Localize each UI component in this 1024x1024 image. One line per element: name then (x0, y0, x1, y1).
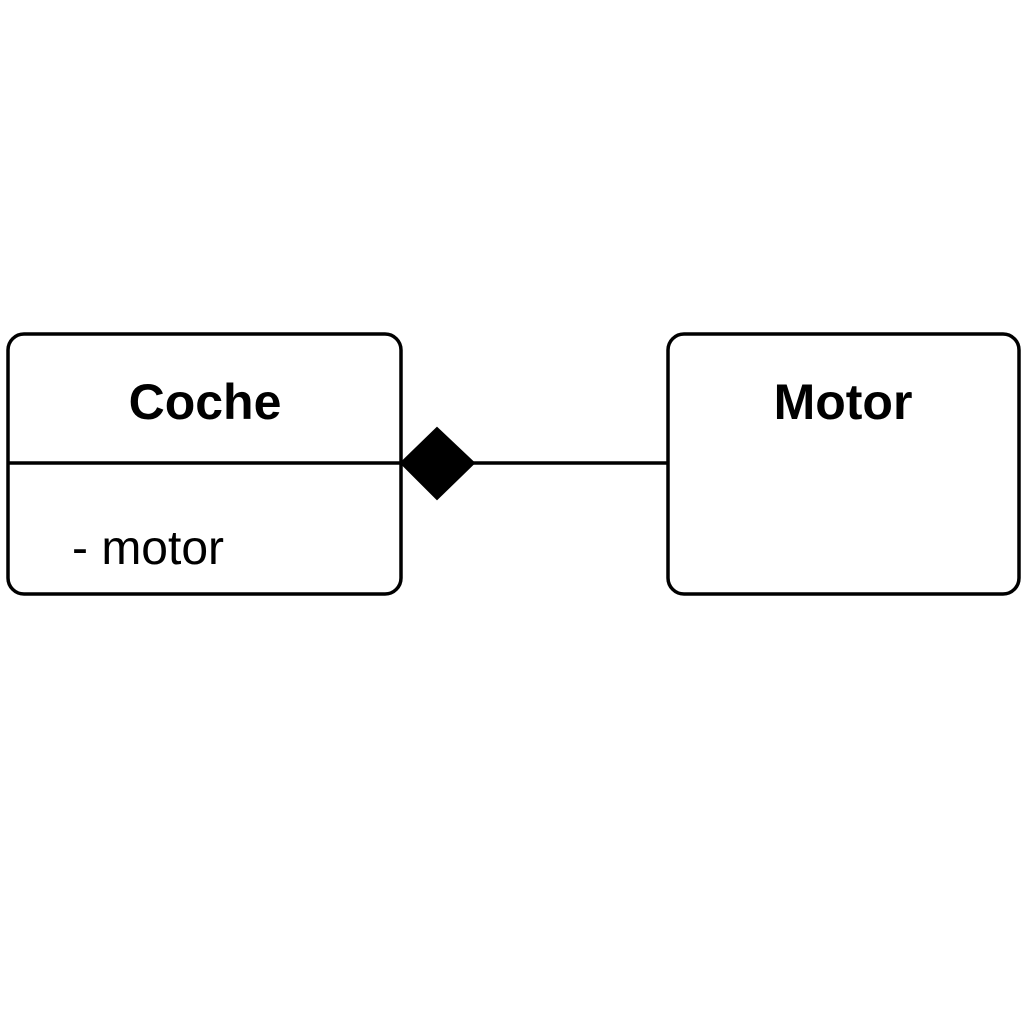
class-motor: Motor (666, 332, 1021, 596)
class-motor-name: Motor (774, 374, 913, 430)
class-coche-attribute-motor: - motor (72, 522, 224, 575)
class-coche-name: Coche (129, 374, 282, 430)
class-motor-box (666, 332, 1021, 596)
composition-diamond-icon (399, 426, 476, 501)
composition-association (399, 426, 668, 501)
class-coche: Coche - motor (6, 332, 403, 596)
